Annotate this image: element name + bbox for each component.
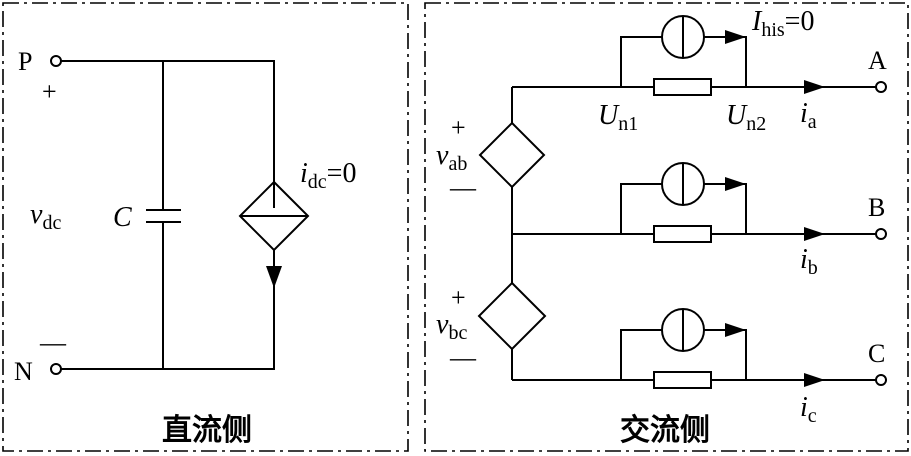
phase-c-source-arrow — [725, 323, 746, 337]
phase-b-current-arrow — [804, 227, 825, 241]
node-n2-label: Un2 — [726, 100, 766, 135]
terminal-p-label: P — [18, 47, 32, 76]
terminal-p-plus: + — [42, 77, 57, 106]
terminal-n — [50, 363, 62, 375]
history-current-label: Ihis=0 — [751, 6, 814, 41]
terminal-a-label: A — [868, 46, 887, 75]
dc-bottom-rail — [61, 250, 275, 370]
terminal-c — [875, 374, 887, 386]
phase-b-source-arrow — [725, 177, 746, 191]
phase-a-source-arrow — [725, 30, 746, 44]
ac-side-title: 交流侧 — [620, 413, 710, 448]
terminal-b — [875, 228, 887, 240]
source-ab-minus: — — [449, 173, 477, 202]
ac-dependent-voltage-source-ab — [478, 121, 546, 189]
current-a-label: ia — [800, 98, 817, 133]
node-n1-label: Un1 — [598, 100, 638, 135]
ac-side-frame — [424, 2, 909, 452]
current-c-label: ic — [800, 392, 817, 427]
phase-b-branch — [512, 162, 887, 243]
dc-side: P + N — vdc C idc=0 直流侧 — [14, 47, 356, 448]
terminal-p — [50, 55, 62, 67]
dc-side-title: 直流侧 — [162, 413, 252, 448]
dc-top-rail — [61, 60, 275, 208]
source-ab-plus: + — [451, 113, 466, 142]
source-ab-label: vab — [436, 140, 467, 175]
dc-current-label: idc=0 — [300, 158, 356, 193]
ac-side: + vab — + vbc — Ihis=0 Un1 Un2 ia ib ic — [436, 6, 887, 448]
terminal-n-label: N — [14, 357, 33, 386]
phase-a-resistor — [653, 78, 712, 96]
ac-dependent-voltage-source-bc — [477, 281, 547, 351]
terminal-b-label: B — [868, 193, 885, 222]
terminal-c-label: C — [868, 339, 885, 368]
current-b-label: ib — [800, 244, 818, 279]
dc-current-arrow — [266, 266, 282, 288]
terminal-n-minus: — — [39, 328, 67, 357]
phase-c-branch — [512, 308, 887, 389]
phase-a-branch — [512, 15, 887, 96]
phase-c-resistor — [653, 371, 712, 389]
phase-a-current-arrow — [804, 80, 825, 94]
dc-side-frame — [2, 2, 409, 452]
source-bc-label: vbc — [436, 309, 467, 344]
dc-voltage-label: vdc — [30, 199, 61, 234]
dc-dependent-current-source — [238, 180, 310, 252]
terminal-a — [875, 81, 887, 93]
source-bc-plus: + — [451, 283, 466, 312]
capacitor-label: C — [113, 202, 132, 233]
phase-c-current-arrow — [804, 373, 825, 387]
source-bc-minus: — — [449, 343, 477, 372]
phase-b-resistor — [653, 225, 712, 243]
